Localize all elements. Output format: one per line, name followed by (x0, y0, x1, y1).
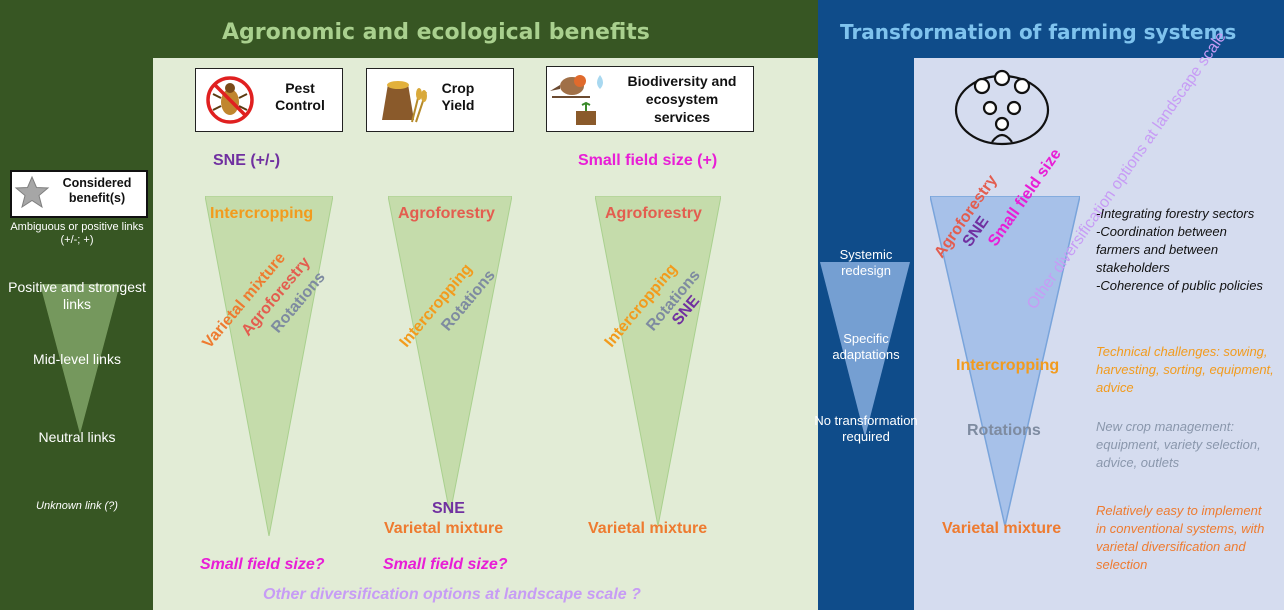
right-panel-title: Transformation of farming systems (840, 20, 1237, 44)
biodiversity-triangle (595, 196, 721, 526)
yield-top-agroforestry: Agroforestry (398, 205, 495, 222)
note-policies: -Coherence of public policies (1096, 278, 1263, 293)
legend-gradient-triangle (40, 284, 120, 434)
legend-positive: Positive and strongest links (8, 279, 146, 312)
left-footer: Other diversification options at landsca… (263, 586, 641, 603)
yield-bottom-varietal: Varietal mixture (384, 520, 504, 537)
scale-systemic: Systemic redesign (839, 247, 893, 278)
transformation-triangle (930, 196, 1080, 526)
pest-top-intercropping: Intercropping (210, 205, 314, 222)
yield-triangle (388, 196, 512, 514)
biodiversity-ambiguous-field: Small field size (+) (578, 152, 718, 169)
note-rotations: New crop management: equipment, variety … (1096, 419, 1261, 470)
crop-yield-label: Crop Yield (441, 80, 475, 113)
scale-specific: Specific adaptations (832, 331, 900, 362)
star-icon (14, 175, 50, 209)
bio-bottom-varietal: Varietal mixture (588, 520, 708, 537)
left-panel-title: Agronomic and ecological benefits (222, 20, 650, 45)
legend-unknown: Unknown link (?) (36, 500, 118, 512)
pest-triangle (205, 196, 333, 536)
note-forestry: -Integrating forestry sectors (1096, 206, 1255, 221)
legend-mid: Mid-level links (33, 351, 121, 367)
pest-control-label: Pest Control (275, 80, 325, 113)
scale-none: No transformation required (814, 413, 918, 444)
people-group-icon (954, 69, 1050, 146)
bird-icon (550, 75, 603, 125)
transformation-scale-triangle (820, 262, 910, 437)
biodiversity-label: Biodiversity and ecosystem services (627, 73, 737, 126)
pest-icon (206, 76, 254, 124)
bio-top-agroforestry: Agroforestry (605, 205, 702, 222)
right-level-varietal: Varietal mixture (942, 520, 1062, 537)
legend-neutral: Neutral links (38, 429, 116, 445)
right-level-intercropping: Intercropping (956, 357, 1060, 374)
pest-unknown-field: Small field size? (200, 556, 325, 573)
grain-sack-icon (382, 81, 427, 123)
legend-considered: Considered benefit(s) (62, 176, 132, 205)
yield-unknown-field: Small field size? (383, 556, 508, 573)
note-intercropping: Technical challenges: sowing, harvesting… (1096, 344, 1274, 395)
yield-bottom-sne: SNE (432, 500, 465, 517)
legend-ambiguous: Ambiguous or positive links (+/-; +) (10, 221, 144, 247)
right-level-rotations: Rotations (967, 422, 1041, 439)
note-coordination: -Coordination between farmers and betwee… (1096, 224, 1227, 275)
note-varietal: Relatively easy to implement in conventi… (1096, 503, 1265, 572)
pest-ambiguous-sne: SNE (+/-) (213, 152, 281, 169)
